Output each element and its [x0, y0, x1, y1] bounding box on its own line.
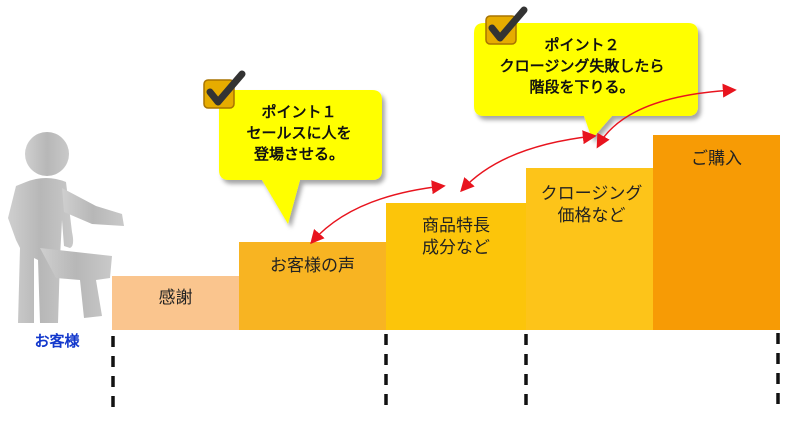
double-arrow [310, 180, 446, 245]
callout-text-1: ポイント１ セールスに人を 登場させる。 [246, 103, 352, 163]
walking-person-icon [8, 132, 124, 323]
callout-text-2: ポイント２ クロージング失敗したら 階段を下りる。 [499, 36, 665, 96]
step-purchase: ご購入 [653, 135, 780, 330]
checkmark-icon [203, 70, 246, 109]
double-arrow [460, 130, 597, 193]
step-customer-voice: お客様の声 [239, 242, 386, 330]
step-closing: クロージング 価格など [526, 168, 653, 330]
step-label: お客様の声 [270, 256, 355, 276]
double-arrow [596, 83, 737, 149]
step-label: ご購入 [691, 149, 742, 169]
step-gratitude: 感謝 [112, 276, 239, 330]
callout-bubble-1 [219, 90, 382, 224]
customer-label: お客様 [34, 332, 80, 350]
step-label: 感謝 [158, 288, 193, 308]
checkmark-icon [485, 6, 528, 45]
